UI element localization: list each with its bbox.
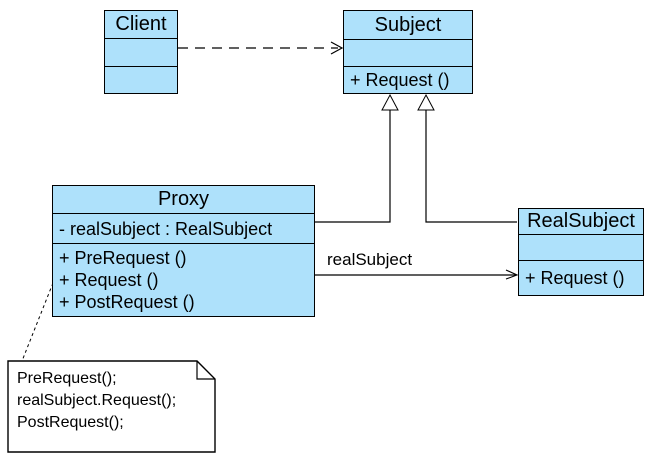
- class-proxy-attributes: - realSubject : RealSubject: [53, 213, 314, 243]
- note-shape: [7, 360, 216, 453]
- method-label: + Request (): [525, 268, 625, 288]
- attribute-label: - realSubject : RealSubject: [59, 218, 273, 239]
- open-arrowhead-icon: [330, 41, 344, 55]
- generalization-line-realsubject-subject: [425, 110, 517, 223]
- method-label: + Request (): [350, 70, 450, 90]
- class-subject-methods: + Request (): [344, 66, 472, 93]
- hollow-triangle-icon: [417, 93, 435, 111]
- note-fold-icon: [196, 361, 215, 380]
- method-label: + Request (): [59, 270, 159, 290]
- open-arrowhead-icon: [505, 269, 519, 280]
- class-subject-attributes: [344, 39, 472, 66]
- class-subject: Subject + Request (): [343, 10, 473, 94]
- generalization-line-proxy-subject: [314, 110, 391, 223]
- class-realsubject: RealSubject + Request (): [518, 208, 644, 296]
- class-subject-name: Subject: [374, 13, 442, 36]
- class-client: Client: [104, 10, 178, 94]
- note-line: PreRequest();: [17, 370, 117, 387]
- association-role-label: realSubject: [327, 250, 413, 269]
- note-line: PostRequest();: [17, 414, 124, 431]
- hollow-triangle-icon: [381, 93, 399, 111]
- class-realsubject-name: RealSubject: [527, 210, 635, 232]
- class-proxy-methods: + PreRequest () + Request () + PostReque…: [53, 243, 314, 316]
- class-client-methods: [105, 66, 177, 93]
- note-line: realSubject.Request();: [17, 392, 177, 409]
- note-text: PreRequest(); realSubject.Request(); Pos…: [17, 368, 213, 434]
- class-client-attributes: [105, 38, 177, 66]
- class-proxy: Proxy - realSubject : RealSubject + PreR…: [52, 185, 315, 317]
- class-proxy-name: Proxy: [157, 188, 210, 210]
- class-realsubject-methods: + Request (): [519, 260, 643, 295]
- method-label: + PreRequest (): [59, 248, 187, 268]
- class-client-name: Client: [115, 13, 167, 35]
- class-realsubject-attributes: [519, 234, 643, 260]
- method-label: + PostRequest (): [59, 292, 195, 312]
- note-anchor-line: [21, 282, 54, 362]
